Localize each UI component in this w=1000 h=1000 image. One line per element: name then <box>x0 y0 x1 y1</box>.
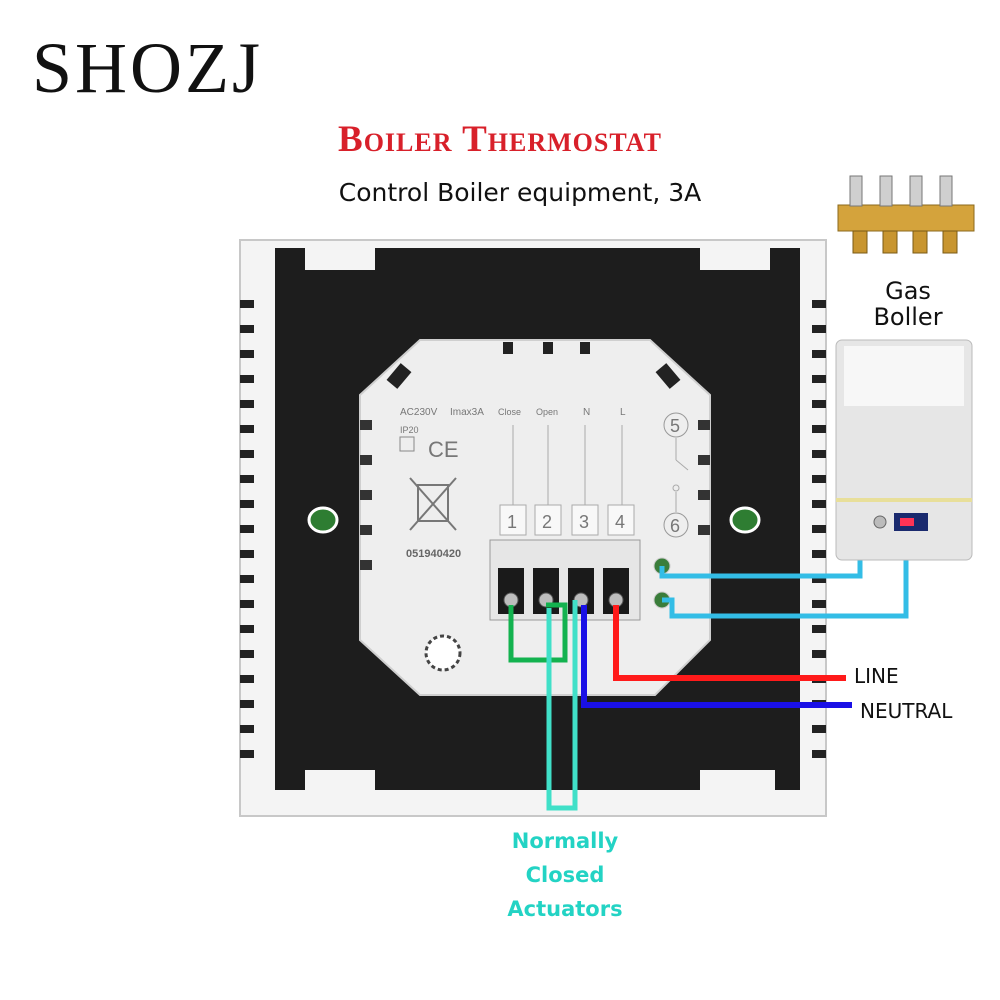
ip-rating: IP20 <box>400 425 419 435</box>
terminal-number-1: 1 <box>507 512 517 532</box>
actuator-label-line2: Closed <box>525 863 605 887</box>
brand-logo: SHOZJ <box>32 28 263 108</box>
actuator-label: Normally Closed Actuators <box>460 824 670 926</box>
terminal-block <box>489 539 641 621</box>
boiler-wire <box>659 555 909 619</box>
gas-boiler-unit <box>835 339 973 561</box>
neutral-label: NEUTRAL <box>860 699 953 723</box>
page-subtitle: Control Boiler equipment, 3A <box>338 178 702 207</box>
rating-voltage: AC230V <box>400 407 438 418</box>
contact-number-5: 5 <box>670 416 680 436</box>
serial-number: 051940420 <box>406 548 461 560</box>
neutral-wire <box>581 605 852 708</box>
terminal-label-n: N <box>583 407 590 418</box>
contact-number-6: 6 <box>670 516 680 536</box>
weee-bin-icon <box>409 477 457 531</box>
terminal-number-4: 4 <box>615 512 625 532</box>
vent-grille <box>424 634 462 672</box>
mounting-hole-left <box>307 506 339 534</box>
terminal-label-l: L <box>620 407 626 418</box>
terminal-label-open: Open <box>536 407 558 417</box>
manifold-illustration <box>837 175 975 254</box>
actuator-label-line1: Normally <box>511 829 619 853</box>
boiler-label-line2: Boller <box>873 303 943 331</box>
actuator-wire-bridge <box>508 602 568 663</box>
line-wire <box>613 605 846 681</box>
boiler-label: Gas Boller <box>848 278 968 330</box>
actuator-label-line3: Actuators <box>507 897 623 921</box>
rating-current: Imax3A <box>450 407 484 418</box>
terminal-number-2: 2 <box>542 512 552 532</box>
terminal-label-close: Close <box>498 407 521 417</box>
terminal-number-3: 3 <box>579 512 589 532</box>
mounting-hole-right <box>729 506 761 534</box>
line-label: LINE <box>854 664 899 688</box>
page-title: Boiler Thermostat <box>338 119 662 160</box>
actuator-common-wire <box>546 600 578 811</box>
ce-mark: CE <box>428 437 459 462</box>
boiler-label-line1: Gas <box>885 277 931 305</box>
